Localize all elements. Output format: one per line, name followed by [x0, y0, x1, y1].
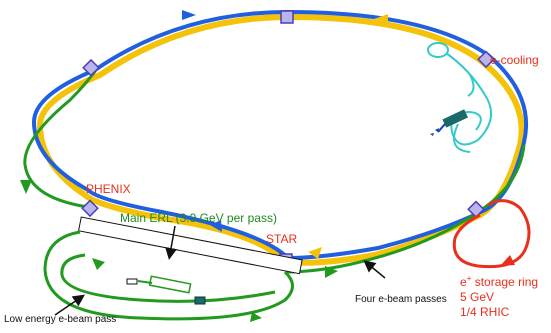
ir-marker-top — [280, 10, 294, 24]
four-passes-pointer — [363, 260, 386, 279]
storage-ring-arrow — [500, 255, 515, 266]
low-energy-label: Low energy e-beam pass — [4, 314, 117, 325]
four-passes-label: Four e-beam passes — [355, 294, 447, 305]
ir-marker-storage — [467, 200, 485, 219]
main-erl-label: Main ERL (3.9 GeV per pass) — [120, 211, 277, 225]
e-cooling-label: e-cooling — [490, 53, 539, 67]
low-energy-pointer — [54, 294, 85, 316]
e-cooling-section — [427, 42, 493, 153]
ir-marker-phenix — [81, 199, 99, 218]
star-label: STAR — [266, 232, 298, 246]
main-erl-linac — [77, 216, 303, 275]
green-inner-loop — [60, 253, 276, 303]
green-arrow-loop — [92, 258, 105, 270]
e-plus-storage-ring — [452, 199, 531, 269]
yellow-arrow-bottom — [308, 247, 322, 259]
storage-fraction-label: 1/4 RHIC — [460, 305, 510, 319]
green-arrow-right — [325, 266, 338, 278]
cooling-solenoid — [430, 109, 468, 136]
yellow-arrow-top — [374, 14, 388, 24]
green-arrow-left — [20, 180, 32, 194]
ir-marker-topleft — [82, 58, 100, 77]
yellow-rhic-ring — [36, 13, 525, 266]
green-arrow-loop-bottom — [250, 312, 262, 322]
blue-rhic-ring — [31, 9, 529, 261]
ir-marker-ecooling — [477, 50, 495, 69]
storage-ring-label: e+ storage ring — [460, 274, 539, 289]
phenix-label: PHENIX — [86, 182, 131, 196]
blue-arrow-bottom — [210, 220, 222, 232]
main-erl-pointer — [165, 225, 177, 260]
green-return-line-left — [23, 69, 98, 210]
injector — [126, 275, 206, 305]
blue-arrow-top — [182, 10, 196, 20]
green-low-energy-loop — [43, 230, 294, 321]
storage-energy-label: 5 GeV — [460, 290, 495, 304]
